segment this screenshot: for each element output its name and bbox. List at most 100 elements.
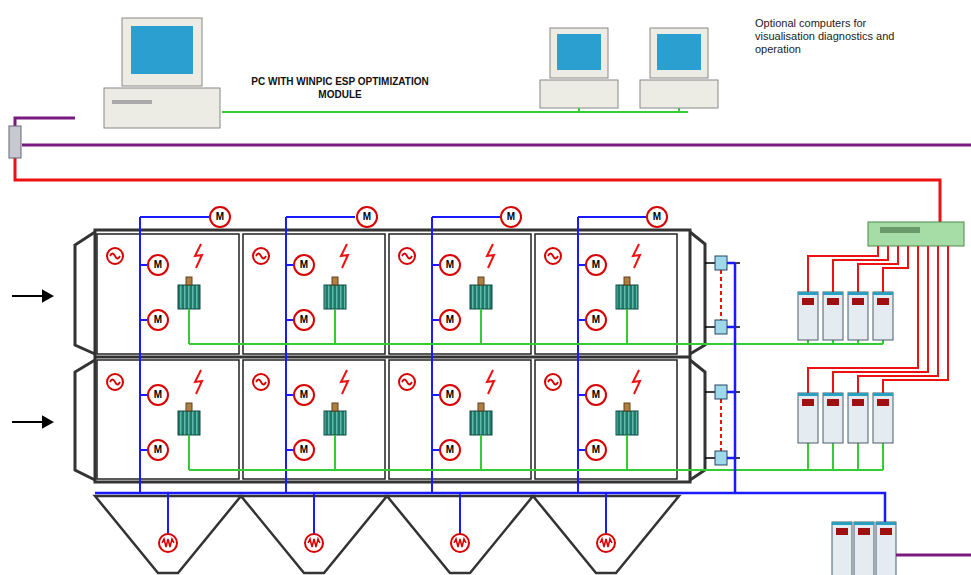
controller — [848, 292, 868, 340]
inlet-funnel — [75, 360, 95, 480]
repeated-symbols — [95, 217, 971, 575]
transformer — [616, 285, 638, 309]
heater-wire — [313, 493, 315, 534]
motor-label: M — [592, 315, 600, 325]
network-line — [808, 246, 878, 292]
transformer — [470, 285, 492, 309]
network-line — [896, 554, 971, 557]
motor-label: M — [653, 212, 661, 222]
motor-label: M — [592, 445, 600, 455]
pc-case — [540, 80, 618, 108]
pc-case — [640, 80, 718, 108]
network-line — [833, 246, 928, 393]
heater-symbol — [107, 374, 123, 390]
controller — [876, 522, 896, 575]
controller — [854, 522, 874, 575]
motor-label: M — [507, 212, 515, 222]
motor-label: M — [154, 260, 162, 270]
motor-wire — [578, 217, 647, 493]
controller-display — [858, 528, 870, 535]
heater-wire — [459, 493, 461, 534]
network-line — [833, 246, 888, 292]
controller-display — [880, 528, 892, 535]
controller-display — [802, 399, 814, 406]
transformer — [178, 411, 200, 435]
heater-symbol — [253, 374, 269, 390]
heater-symbol — [256, 380, 266, 385]
network-line — [858, 246, 938, 393]
heater-symbol — [399, 374, 415, 390]
field-outline — [97, 360, 239, 479]
controller-stripe — [823, 393, 843, 396]
heater-symbol — [402, 380, 412, 385]
heater-symbol — [110, 380, 120, 385]
controller-stripe — [876, 522, 896, 525]
motor-label: M — [592, 260, 600, 270]
control-wire — [189, 340, 883, 470]
heater-symbol — [107, 248, 123, 264]
hv-symbol — [487, 244, 494, 268]
heater-symbol — [110, 254, 120, 259]
heater-symbol — [548, 254, 558, 259]
network-switch — [868, 222, 964, 246]
control-wire — [480, 309, 482, 344]
transformer-bushing — [186, 277, 192, 285]
heater-symbol — [402, 254, 412, 259]
hv-symbol — [341, 370, 348, 394]
controller — [823, 393, 843, 443]
motor-symbol: M — [585, 384, 607, 406]
motor-label: M — [446, 260, 454, 270]
pc-node: PC WITH WINPIC ESP OPTIMIZATION MODULE — [100, 18, 222, 130]
controller-stripe — [873, 393, 893, 396]
motor-symbol: M — [646, 206, 668, 228]
control-wire — [480, 435, 482, 470]
transformer-bushing — [332, 403, 338, 411]
motor-symbol: M — [585, 439, 607, 461]
controller-stripe — [848, 393, 868, 396]
controller-stripe — [873, 292, 893, 295]
pc-icon — [104, 18, 220, 128]
lan-connector — [222, 111, 533, 113]
heater-symbol — [399, 248, 415, 264]
pc-screen — [557, 34, 601, 70]
controller-display — [852, 298, 864, 305]
controller-display — [877, 399, 889, 406]
controller — [848, 393, 868, 443]
motor-symbol: M — [147, 439, 169, 461]
controller — [873, 292, 893, 340]
motor-symbol: M — [439, 439, 461, 461]
motor-symbol: M — [147, 309, 169, 331]
motor-label: M — [300, 390, 308, 400]
outlet-funnel — [690, 232, 705, 354]
motor-symbol: M — [439, 254, 461, 276]
hv-symbol — [633, 244, 640, 268]
converter — [9, 126, 21, 158]
row-divider — [95, 356, 690, 359]
motor-symbol: M — [356, 206, 378, 228]
transformer — [324, 411, 346, 435]
motor-bus — [95, 263, 885, 522]
transformer-bushing — [478, 277, 484, 285]
motor-label: M — [592, 390, 600, 400]
transformer — [616, 411, 638, 435]
control-wire — [334, 309, 336, 344]
motor-symbol: M — [293, 384, 315, 406]
controller-stripe — [823, 292, 843, 295]
hopper-heater — [308, 539, 320, 547]
field-outline — [389, 360, 531, 479]
pc-screen — [657, 34, 701, 70]
controller-stripe — [798, 292, 818, 295]
controller-stripe — [848, 292, 868, 295]
pc-drive — [112, 100, 152, 104]
motor-symbol: M — [209, 206, 231, 228]
field-outline — [535, 360, 677, 479]
heater-wire — [605, 493, 607, 534]
hopper-heater — [305, 534, 323, 552]
controller-display — [827, 399, 839, 406]
transformer — [324, 285, 346, 309]
heater-symbol — [545, 248, 561, 264]
motor-label: M — [154, 390, 162, 400]
motor-label: M — [446, 390, 454, 400]
